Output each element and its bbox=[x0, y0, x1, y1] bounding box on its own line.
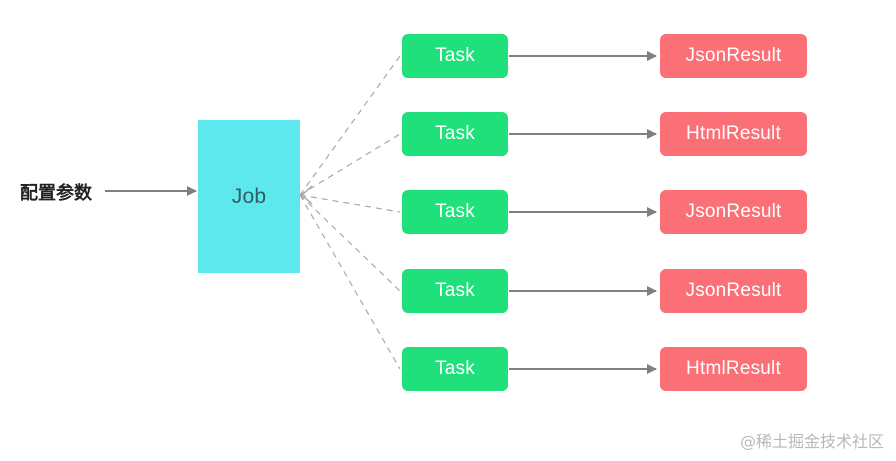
result-node-1: JsonResult bbox=[660, 34, 807, 78]
task-node-1: Task bbox=[402, 34, 508, 78]
result-node-3: JsonResult bbox=[660, 190, 807, 234]
job-to-task-5-dashed-line bbox=[299, 194, 401, 370]
task-node-3: Task bbox=[402, 190, 508, 234]
result-node-5: HtmlResult bbox=[660, 347, 807, 391]
result-node-4: JsonResult bbox=[660, 269, 807, 313]
job-to-task-2-dashed-line bbox=[299, 133, 401, 196]
task-node-2: Task bbox=[402, 112, 508, 156]
job-to-task-1-dashed-line bbox=[299, 55, 401, 196]
watermark: @稀土掘金技术社区 bbox=[739, 432, 884, 451]
task-node-4: Task bbox=[402, 269, 508, 313]
config-params-label: 配置参数 bbox=[20, 183, 92, 204]
fan-in-chevron bbox=[300, 185, 313, 205]
job-to-task-4-dashed-line bbox=[299, 194, 401, 292]
job-node: Job bbox=[198, 120, 300, 273]
result-node-2: HtmlResult bbox=[660, 112, 807, 156]
task-node-5: Task bbox=[402, 347, 508, 391]
job-to-task-3-dashed-line bbox=[299, 194, 401, 213]
